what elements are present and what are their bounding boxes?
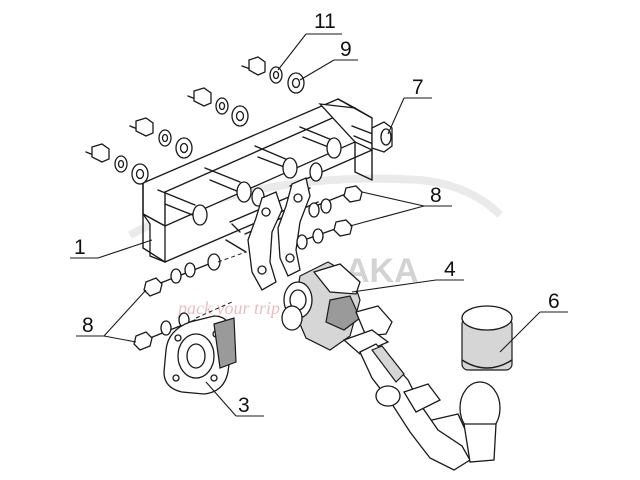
- callout-6: 6: [548, 290, 560, 313]
- row-4-bottom: [85, 143, 149, 185]
- leader-lines: [70, 33, 568, 417]
- callout-7: 7: [412, 76, 424, 99]
- row-1-top: [241, 56, 305, 94]
- part-8-bolts-right: [296, 185, 363, 250]
- row-2: [187, 87, 249, 127]
- row-3: [129, 117, 193, 159]
- callout-3: 3: [238, 394, 250, 417]
- part-6-towball: [359, 305, 513, 471]
- callout-4: 4: [444, 258, 456, 281]
- part-3-socket-plate: [163, 315, 237, 395]
- callout-9: 9: [340, 38, 352, 61]
- callout-labels: 11 9 7 8 1 4 6 8 3: [74, 10, 560, 417]
- nut-washer-rows: [85, 56, 305, 185]
- watermark-tagline: pack your trip: [176, 298, 280, 318]
- callout-8-left: 8: [82, 314, 94, 337]
- part-8-bolts-left: [133, 251, 247, 351]
- callout-1: 1: [74, 236, 86, 259]
- side-brackets: [225, 177, 311, 291]
- callout-8-right: 8: [430, 184, 442, 207]
- part-4-coupling: [281, 261, 393, 355]
- callout-11: 11: [314, 10, 336, 33]
